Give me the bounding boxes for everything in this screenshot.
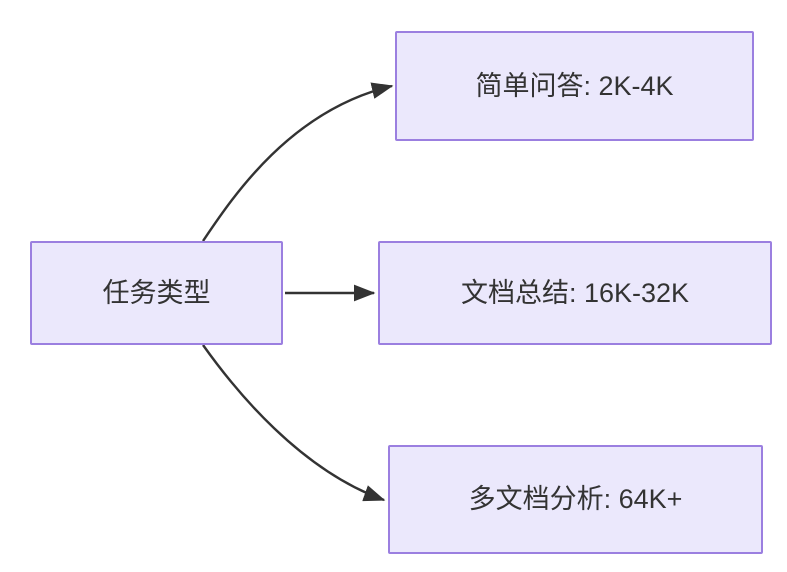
node-task-type-label: 任务类型 bbox=[102, 277, 211, 308]
edge-task-to-simple-qa bbox=[202, 82, 394, 242]
edge-task-to-multi-doc bbox=[202, 344, 386, 502]
node-task-type[interactable]: 任务类型 bbox=[30, 241, 283, 345]
node-multi-doc-label: 多文档分析: 64K+ bbox=[468, 484, 683, 515]
node-doc-summary[interactable]: 文档总结: 16K-32K bbox=[378, 241, 772, 345]
node-doc-summary-label: 文档总结: 16K-32K bbox=[460, 277, 690, 308]
node-multi-doc[interactable]: 多文档分析: 64K+ bbox=[388, 445, 763, 554]
node-simple-qa[interactable]: 简单问答: 2K-4K bbox=[395, 31, 754, 141]
node-simple-qa-label: 简单问答: 2K-4K bbox=[475, 70, 674, 101]
